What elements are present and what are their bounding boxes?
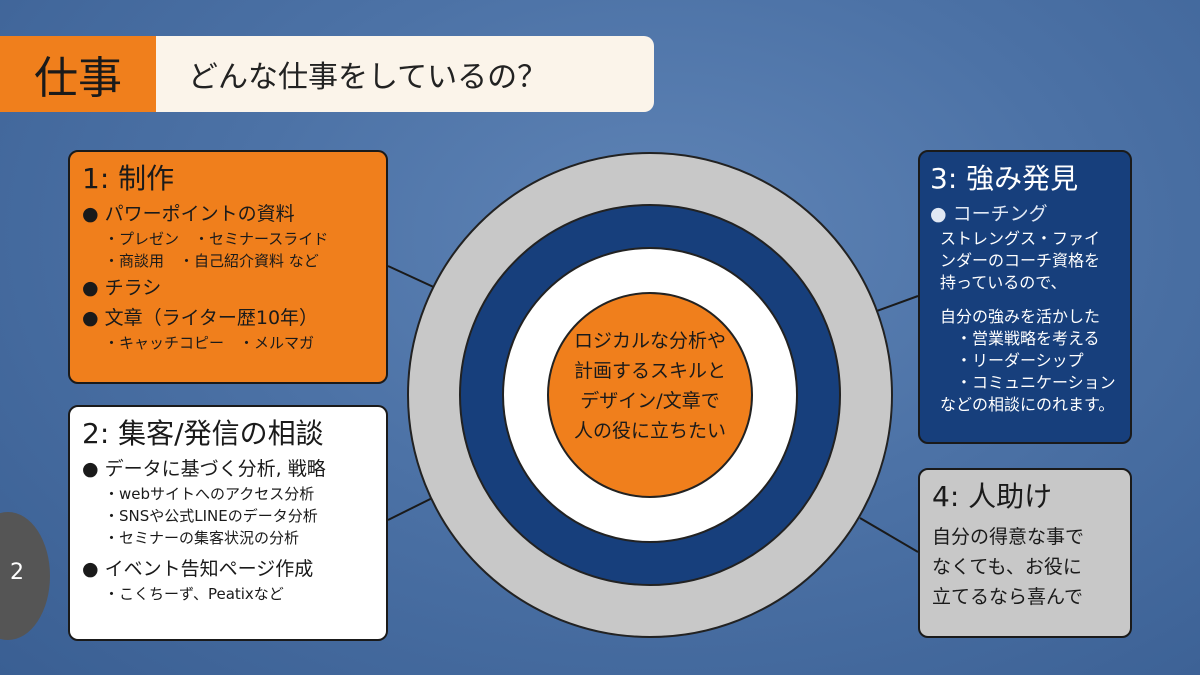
center-line: デザイン/文章で — [580, 390, 720, 412]
bullet-item: ● データに基づく分析, 戦略 — [82, 458, 326, 480]
box-title: 3: 強み発見 — [930, 162, 1079, 195]
page-title: どんな仕事をしているの？ — [156, 36, 654, 112]
sub-item: ・セミナーの集客状況の分析 — [104, 529, 300, 547]
sub-item: ・SNSや公式LINEのデータ分析 — [104, 507, 318, 525]
box-helping: 4: 人助け 自分の得意な事で なくても、お役に 立てるなら喜んで — [918, 468, 1132, 638]
page-number: 2 — [10, 560, 24, 585]
header-tag: 仕事 — [0, 36, 156, 112]
text-line: ンダーのコーチ資格を — [940, 251, 1101, 270]
text-line: などの相談にのれます。 — [940, 395, 1115, 414]
connector-line-4 — [859, 517, 919, 553]
box-strengths: 3: 強み発見 ● コーチング ストレングス・ファイ ンダーのコーチ資格を 持っ… — [918, 150, 1132, 444]
bullet-item: ● チラシ — [82, 277, 162, 299]
text-line: 自分の得意な事で — [932, 526, 1085, 548]
center-text: ロジカルな分析や 計画するスキルと デザイン/文章で 人の役に立ちたい — [565, 326, 735, 446]
bullet-item: ● コーチング — [930, 203, 1048, 225]
bullet-item: ● イベント告知ページ作成 — [82, 558, 314, 580]
text-line: ストレングス・ファイ — [940, 229, 1101, 248]
text-line: 持っているので、 — [940, 273, 1067, 292]
sub-item: ・プレゼン ・セミナースライド — [104, 230, 329, 248]
center-line: ロジカルな分析や — [573, 330, 726, 352]
sub-item: ・キャッチコピー ・メルマガ — [104, 334, 315, 352]
bullet-item: ● パワーポイントの資料 — [82, 203, 295, 225]
bullet-item: ● 文章（ライター歴10年） — [82, 307, 319, 329]
sub-item: ・商談用 ・自己紹介資料 など — [104, 252, 319, 270]
sub-item: ・webサイトへのアクセス分析 — [104, 485, 315, 503]
center-line: 計画するスキルと — [573, 360, 726, 382]
box-marketing: 2: 集客/発信の相談 ● データに基づく分析, 戦略 ・webサイトへのアクセ… — [68, 405, 388, 641]
box-title: 2: 集客/発信の相談 — [82, 417, 324, 450]
box-title: 4: 人助け — [932, 480, 1053, 513]
center-line: 人の役に立ちたい — [573, 420, 726, 442]
center-circle-orange — [547, 292, 753, 498]
sub-item: ・リーダーシップ — [956, 351, 1084, 370]
text-line: 立てるなら喜んで — [932, 586, 1084, 608]
box-title: 1: 制作 — [82, 162, 175, 195]
text-line: なくても、お役に — [932, 556, 1082, 578]
sub-item: ・営業戦略を考える — [956, 329, 1100, 348]
sub-item: ・コミュニケーション — [956, 373, 1116, 392]
text-line: 自分の強みを活かした — [940, 307, 1101, 326]
box-production: 1: 制作 ● パワーポイントの資料 ・プレゼン ・セミナースライド ・商談用 … — [68, 150, 388, 384]
sub-item: ・こくちーず、Peatixなど — [104, 585, 284, 603]
